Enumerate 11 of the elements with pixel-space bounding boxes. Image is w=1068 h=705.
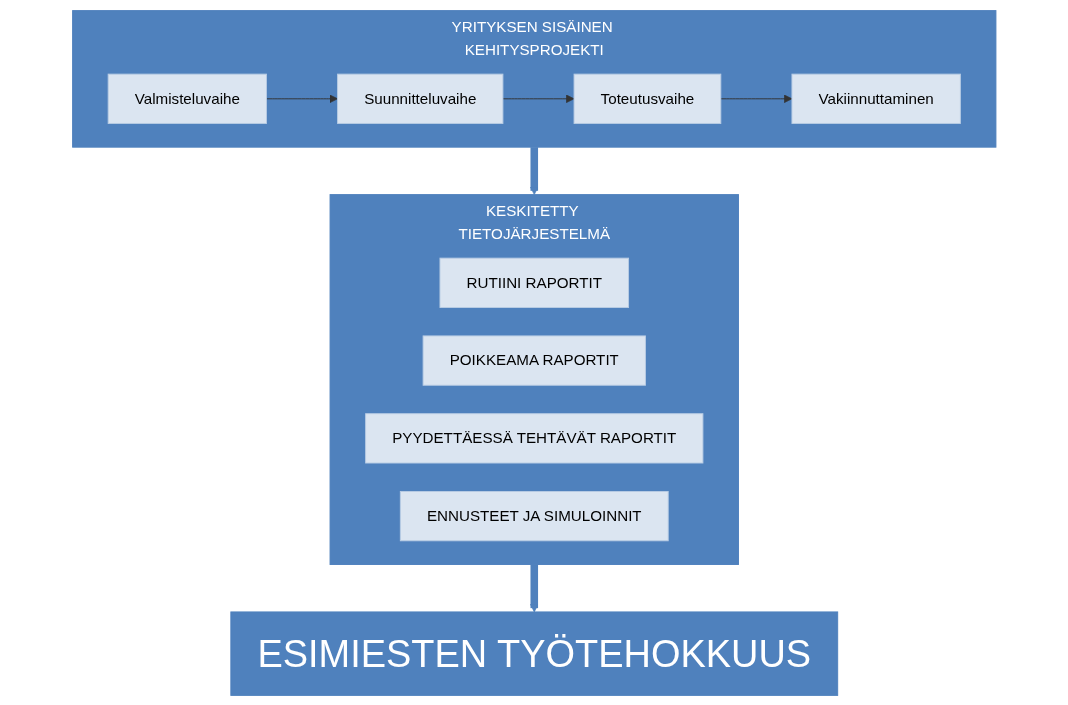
node-box: RUTIINI RAPORTIT (439, 257, 629, 308)
node-box: Suunnitteluvaihe (336, 73, 504, 124)
node-box: Vakiinnuttaminen (791, 73, 961, 124)
node-box: ENNUSTEET JA SIMULOINNIT (399, 490, 669, 541)
node-box: POIKKEAMA RAPORTIT (422, 334, 646, 386)
node-box: PYYDETTÄESSÄ TEHTÄVÄT RAPORTIT (364, 412, 704, 463)
node-box: Valmisteluvaihe (107, 73, 267, 124)
node-box: Toteutusvaihe (573, 73, 722, 124)
arrow (529, 564, 539, 612)
node-box: ESIMIESTEN TYÖTEHOKKUUS (230, 610, 838, 696)
arrow (529, 146, 539, 195)
